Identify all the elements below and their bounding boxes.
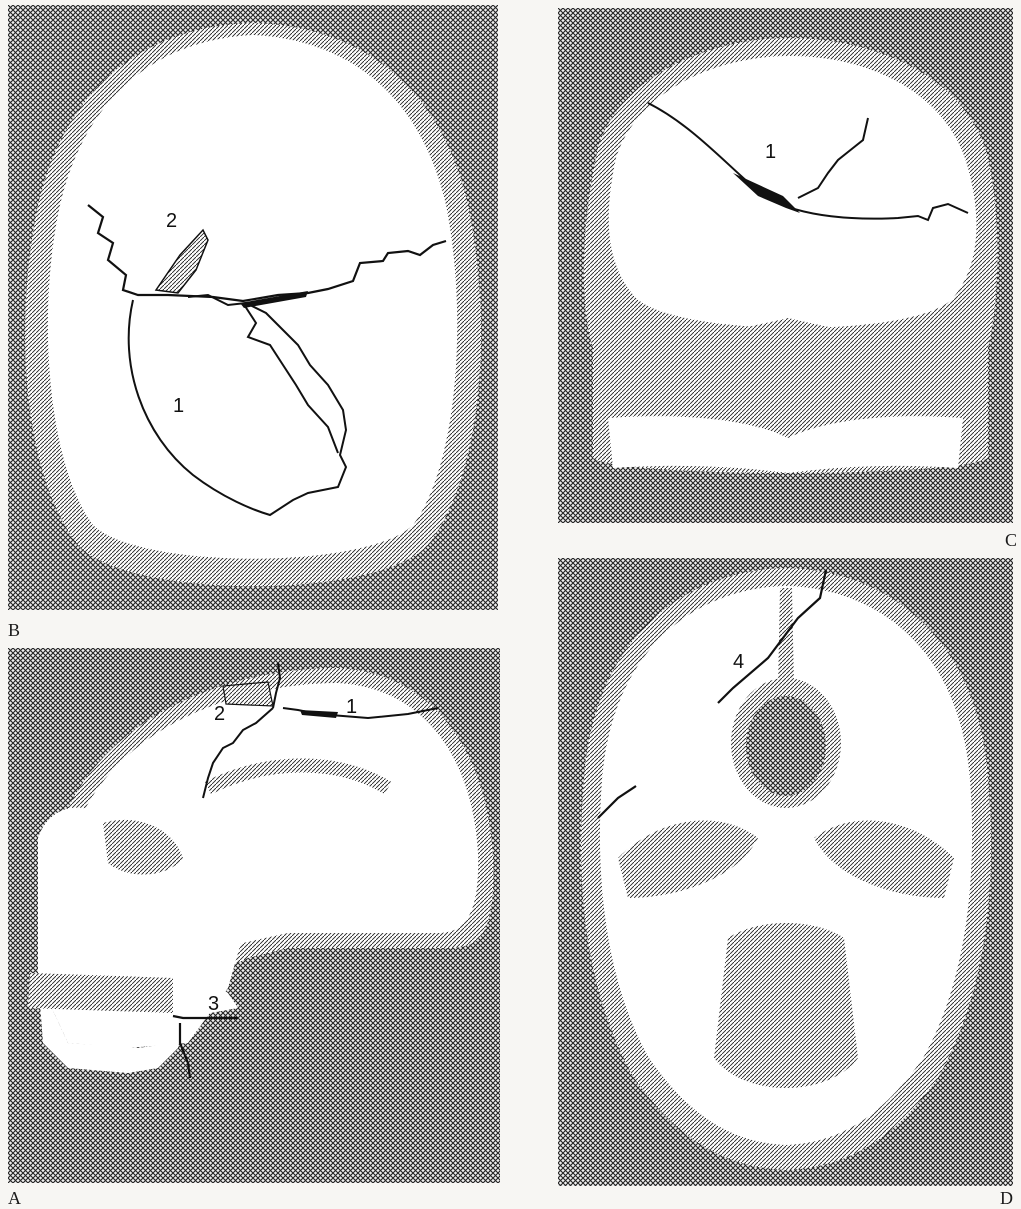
label-2: 2 [166,210,177,232]
occipital-crest [778,588,794,688]
panel-a-lateral-view: 1 2 3 [8,648,500,1183]
foramen-magnum-inner [746,696,826,796]
label-1: 1 [173,395,184,417]
panel-d-inferior-view: 4 [558,558,1013,1186]
label-2: 2 [214,703,225,725]
fracture-wedge-2 [223,682,273,706]
panel-d-illustration: 4 [558,558,1013,1186]
label-1: 1 [765,141,776,163]
teeth [28,973,173,1013]
palate [714,923,858,1088]
panel-c-illustration: 1 [558,8,1013,523]
skull-vault [48,35,457,559]
panel-c-anterior-view: 1 [558,8,1013,523]
panel-letter-b: B [8,620,20,641]
panel-b-illustration: 1 2 [8,5,498,610]
label-4: 4 [733,651,744,673]
label-3: 3 [208,993,219,1015]
panel-letter-a: A [8,1188,21,1209]
label-1: 1 [346,696,357,718]
panel-a-illustration: 1 2 3 [8,648,500,1183]
panel-letter-d: D [1000,1188,1013,1209]
panel-b-superior-view: 1 2 [8,5,498,610]
panel-letter-c: C [1005,530,1017,551]
